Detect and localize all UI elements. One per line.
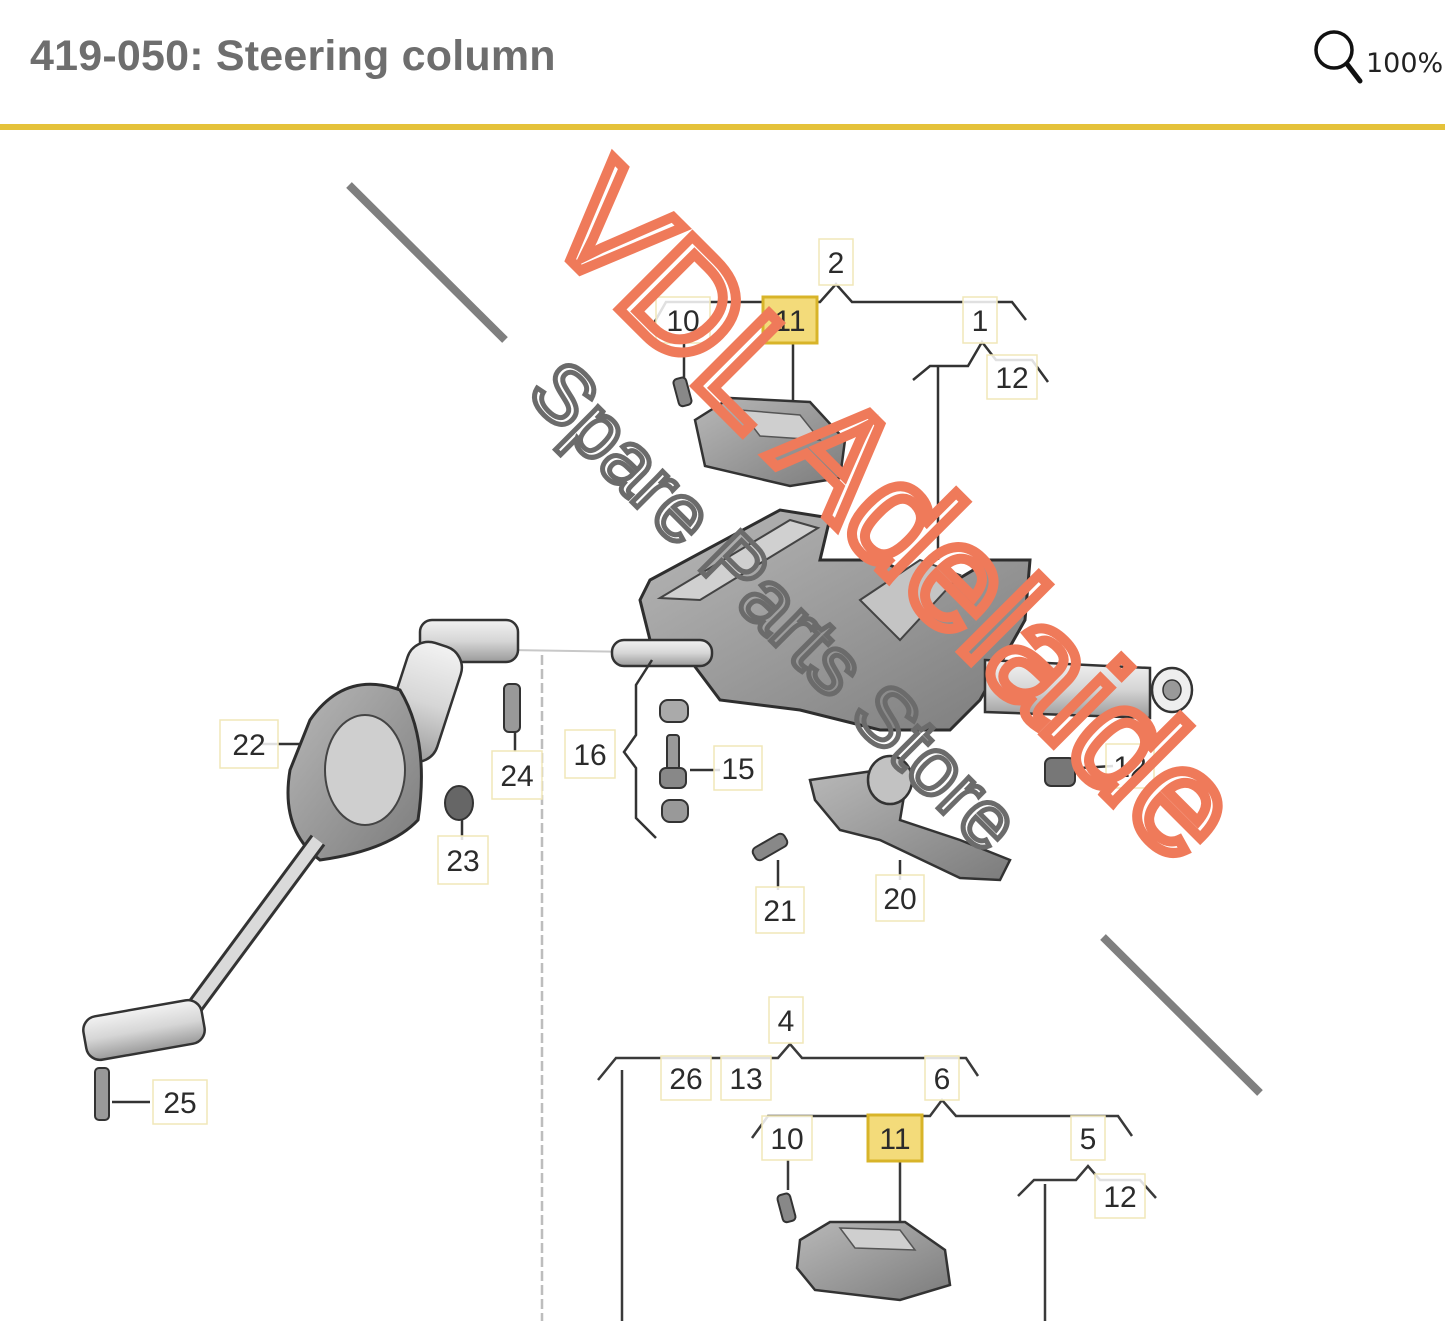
callout-label: 12 bbox=[1103, 1181, 1136, 1214]
callout-label: 13 bbox=[729, 1063, 762, 1096]
callout-25[interactable]: 25 bbox=[152, 1079, 208, 1125]
bolt-group-16 bbox=[622, 659, 720, 839]
zoom-control[interactable]: 100% bbox=[1312, 28, 1443, 88]
callout-label: 16 bbox=[573, 739, 606, 772]
bolt-24 bbox=[503, 683, 521, 733]
support-bracket-20 bbox=[808, 754, 1012, 882]
callout-13[interactable]: 13 bbox=[720, 1055, 772, 1101]
callout-10[interactable]: 10 bbox=[655, 296, 711, 344]
callout-label: 6 bbox=[934, 1063, 951, 1096]
callout-box[interactable] bbox=[875, 874, 925, 922]
callout-label: 20 bbox=[883, 883, 916, 916]
callout-20[interactable]: 20 bbox=[875, 874, 925, 922]
callout-label: 25 bbox=[163, 1087, 196, 1120]
page-title: 419-050: Steering column bbox=[30, 32, 556, 80]
callout-label: 1 bbox=[972, 305, 989, 338]
zoom-level: 100% bbox=[1366, 47, 1444, 79]
callout-label: 15 bbox=[721, 753, 754, 786]
callout-box[interactable] bbox=[924, 1055, 960, 1101]
callout-box[interactable] bbox=[818, 238, 854, 286]
frame-line-bottom bbox=[1100, 934, 1263, 1096]
callout-2[interactable]: 2 bbox=[818, 238, 854, 286]
callout-5[interactable]: 5 bbox=[1070, 1115, 1106, 1161]
callout-box[interactable] bbox=[219, 719, 279, 769]
callout-label: 12 bbox=[995, 362, 1028, 395]
callout-label: 22 bbox=[232, 729, 265, 762]
header-divider bbox=[0, 124, 1445, 130]
callout-15[interactable]: 15 bbox=[713, 745, 763, 791]
callout-label: 5 bbox=[1080, 1123, 1097, 1156]
callout-26[interactable]: 26 bbox=[660, 1055, 712, 1101]
nut-23 bbox=[444, 785, 474, 821]
callout-label: 23 bbox=[446, 845, 479, 878]
intermediate-shaft bbox=[82, 618, 520, 1121]
nut-12 bbox=[1044, 757, 1076, 787]
callout-label: 24 bbox=[500, 760, 533, 793]
callout-box[interactable] bbox=[761, 1115, 813, 1161]
callout-label: 26 bbox=[669, 1063, 702, 1096]
callout-label: 11 bbox=[879, 1123, 910, 1156]
header: 419-050: Steering column 100% bbox=[0, 0, 1445, 126]
callout-1[interactable]: 1 bbox=[962, 296, 998, 344]
screw-10-top bbox=[672, 376, 693, 408]
callout-box[interactable] bbox=[962, 296, 998, 344]
callout-12[interactable]: 12 bbox=[986, 354, 1038, 400]
callout-box[interactable] bbox=[986, 354, 1038, 400]
magnifier-icon[interactable] bbox=[1312, 28, 1368, 88]
callout-10[interactable]: 10 bbox=[761, 1115, 813, 1161]
callout-box[interactable] bbox=[1094, 1173, 1146, 1219]
control-module-top bbox=[693, 396, 847, 488]
callout-label: 10 bbox=[770, 1123, 803, 1156]
callout-box[interactable] bbox=[152, 1079, 208, 1125]
callout-12[interactable]: 12 bbox=[1105, 743, 1155, 789]
watermark: VDL Adelaide Spare Parts Store bbox=[510, 129, 1280, 897]
callout-box[interactable] bbox=[564, 729, 616, 779]
callout-box[interactable] bbox=[660, 1055, 712, 1101]
screw-21 bbox=[751, 832, 789, 862]
callout-box[interactable] bbox=[1070, 1115, 1106, 1161]
callout-24[interactable]: 24 bbox=[491, 750, 543, 800]
callout-label: 12 bbox=[1113, 751, 1146, 784]
callout-16[interactable]: 16 bbox=[564, 729, 616, 779]
callout-box[interactable] bbox=[1105, 743, 1155, 789]
callout-label: 10 bbox=[666, 305, 699, 338]
callout-box[interactable] bbox=[437, 835, 489, 885]
callout-21[interactable]: 21 bbox=[755, 886, 805, 934]
callout-11[interactable]: 11 bbox=[866, 1113, 924, 1163]
callout-box[interactable] bbox=[713, 745, 763, 791]
callout-12[interactable]: 12 bbox=[1094, 1173, 1146, 1219]
callout-label: 21 bbox=[763, 895, 796, 928]
callout-box[interactable] bbox=[755, 886, 805, 934]
callout-label: 4 bbox=[778, 1005, 795, 1038]
screw-10-bottom bbox=[776, 1192, 797, 1224]
steering-column-housing bbox=[610, 508, 1194, 732]
callout-label: 2 bbox=[828, 247, 845, 280]
callout-box[interactable] bbox=[720, 1055, 772, 1101]
callout-22[interactable]: 22 bbox=[219, 719, 279, 769]
callout-4[interactable]: 4 bbox=[768, 996, 804, 1044]
callout-box[interactable] bbox=[655, 296, 711, 344]
callout-label: 11 bbox=[774, 305, 805, 338]
callout-box[interactable] bbox=[491, 750, 543, 800]
callout-box[interactable] bbox=[866, 1113, 924, 1163]
callout-box[interactable] bbox=[761, 295, 819, 345]
callout-box[interactable] bbox=[768, 996, 804, 1044]
control-module-bottom bbox=[795, 1220, 952, 1302]
frame-line-top bbox=[346, 182, 508, 343]
callout-11[interactable]: 11 bbox=[761, 295, 819, 345]
callout-23[interactable]: 23 bbox=[437, 835, 489, 885]
callout-6[interactable]: 6 bbox=[924, 1055, 960, 1101]
